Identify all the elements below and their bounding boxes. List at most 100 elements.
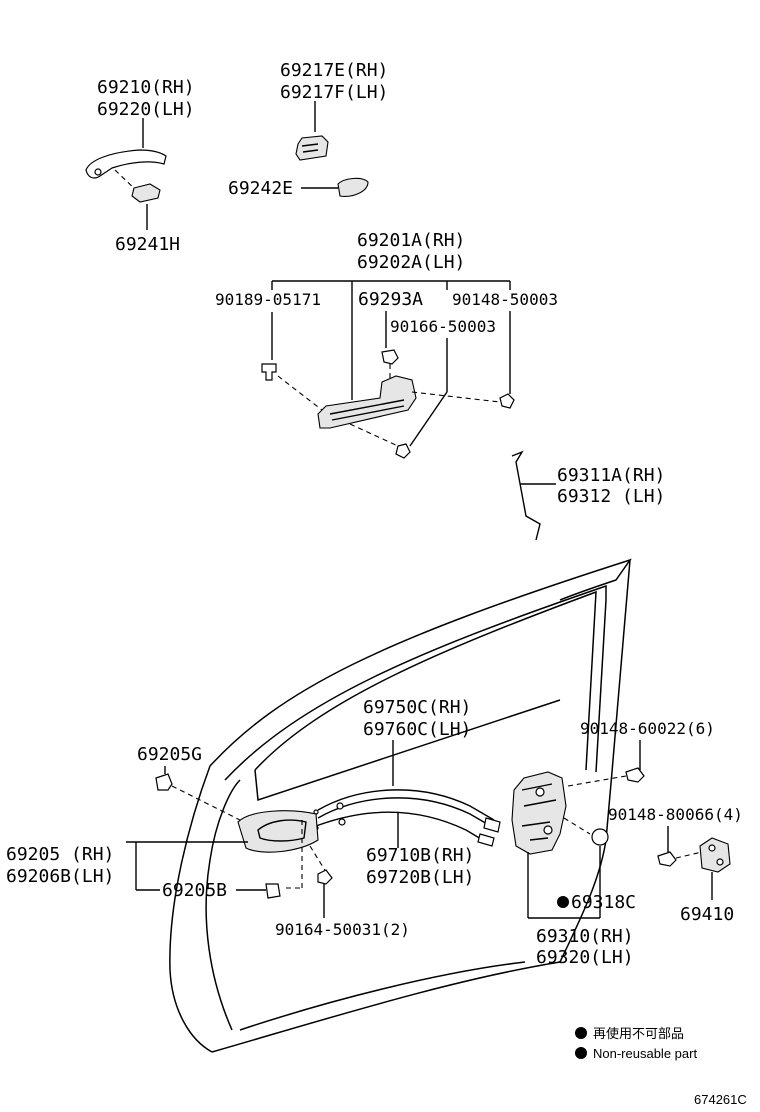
label-lock-rh: 69310(RH) (536, 926, 634, 947)
grommet-shape (591, 828, 609, 846)
label-bolt-90166: 90166-50003 (390, 317, 496, 336)
label-rod-rh: 69311A(RH) (557, 465, 665, 486)
door-bottom-edge (211, 961, 561, 1053)
striker-hole-2 (716, 858, 724, 866)
dash-frame-right (411, 391, 501, 403)
label-handle-lh: 69220(LH) (97, 99, 195, 120)
legend: 再使用不可部品 Non-reusable part (575, 1026, 697, 1061)
door-lock-group: 90148-60022(6) 90148-80066(4) 69410 6931… (511, 719, 743, 968)
door-rear-edge (611, 559, 631, 773)
label-bolt-90148-50003: 90148-50003 (452, 290, 558, 309)
inside-handle-group: 69205G 69205 (RH) 69206B(LH) 69205B 9016… (6, 744, 410, 939)
door-outline (169, 558, 632, 1053)
legend-dot-en (575, 1047, 587, 1059)
label-screw-80066: 90148-80066(4) (608, 805, 743, 824)
door-bottom-inner (239, 961, 526, 1031)
dash-frame-bottom (349, 423, 399, 447)
frame-shape (317, 375, 417, 429)
label-clip-69293: 69293A (358, 289, 423, 310)
outside-handle-group: 69210(RH) 69220(LH) 69241H (85, 77, 195, 255)
clip-69205g-shape (155, 773, 173, 791)
striker-hole-1 (708, 844, 716, 852)
label-cover-69205b: 69205B (162, 880, 227, 901)
non-reusable-mark (557, 896, 569, 908)
dash-handle-screw (309, 845, 327, 873)
handle-cover-group: 69217E(RH) 69217F(LH) 69242E (228, 60, 388, 199)
striker-shape (699, 837, 731, 873)
label-grommet: 69318C (571, 892, 636, 913)
label-frame-rh: 69201A(RH) (357, 230, 465, 251)
outer-pad-shape (131, 183, 161, 203)
legend-jp: 再使用不可部品 (593, 1026, 684, 1041)
leader-90166 (409, 391, 448, 447)
label-clip-69205g: 69205G (137, 744, 202, 765)
cable-group-upper: 69750C(RH) 69760C(LH) (313, 697, 501, 847)
label-inside-handle-rh: 69205 (RH) (6, 844, 114, 865)
cable-upper-b (317, 797, 495, 829)
cable-end-1 (336, 802, 344, 810)
label-cover-rh: 69217E(RH) (280, 60, 388, 81)
label-pad-outer: 69241H (115, 234, 180, 255)
door-front-inner (205, 779, 241, 1031)
label-cable-rh: 69750C(RH) (363, 697, 471, 718)
label-cable2-rh: 69710B(RH) (366, 845, 474, 866)
frame-group: 69201A(RH) 69202A(LH) 90189-05171 69293A… (215, 230, 558, 459)
clip-69293-shape (381, 349, 399, 365)
label-lock-lh: 69320(LH) (536, 947, 634, 968)
cable-group-lower: 69710B(RH) 69720B(LH) (366, 812, 474, 888)
dash-lock-grommet (563, 817, 591, 835)
label-cable2-lh: 69720B(LH) (366, 867, 474, 888)
label-cover-lh: 69217F(LH) (280, 82, 388, 103)
rod-shape (511, 450, 541, 541)
pad-cover-shape (337, 177, 369, 197)
screw-60022-shape (625, 767, 645, 783)
screw-80066-shape (657, 851, 677, 867)
cover-detail (301, 143, 319, 153)
dash-frame-left (277, 375, 323, 411)
label-pad-cover: 69242E (228, 178, 293, 199)
label-bolt-90189: 90189-05171 (215, 290, 321, 309)
bolt-90166-shape (395, 443, 411, 459)
frame-detail (329, 399, 405, 421)
inside-handle-shape (237, 810, 319, 853)
window-frame-outer (224, 584, 607, 781)
label-striker: 69410 (680, 904, 734, 925)
dash-69205g (171, 785, 245, 823)
bolt-90189-shape (261, 363, 277, 381)
door-rear-lower (559, 771, 613, 963)
cable-fitting-2 (477, 833, 495, 847)
label-cable-lh: 69760C(LH) (363, 719, 471, 740)
window-sill (254, 699, 561, 802)
label-screw-60022: 90148-60022(6) (580, 719, 715, 738)
outside-handle-shape (85, 149, 167, 179)
cover-shape (295, 135, 329, 161)
label-screw-90164: 90164-50031(2) (275, 920, 410, 939)
dash-lock-screw (567, 775, 627, 787)
dash-striker (675, 851, 703, 859)
screw-90164-shape (317, 869, 333, 885)
door-lock-shape (511, 771, 567, 855)
label-handle-rh: 69210(RH) (97, 77, 195, 98)
lock-hole-1 (535, 787, 545, 797)
label-frame-lh: 69202A(LH) (357, 252, 465, 273)
cable-upper-a (317, 789, 495, 821)
legend-en: Non-reusable part (593, 1046, 697, 1061)
legend-dot-jp (575, 1027, 587, 1039)
rod-group: 69311A(RH) 69312 (LH) (511, 450, 665, 541)
door-front-edge (169, 765, 213, 1053)
door-top-edge (209, 558, 632, 767)
cable-end-2 (338, 818, 346, 826)
cable-fitting-1 (483, 817, 501, 833)
bolt-90148-50003-shape (499, 393, 515, 409)
door-lock-detail (521, 783, 557, 841)
outside-handle-hole (94, 168, 102, 176)
figure-code: 674261C (694, 1092, 747, 1107)
window-frame-inner (254, 590, 597, 771)
lock-hole-2 (543, 825, 553, 835)
cover-69205b-shape (265, 883, 281, 899)
label-inside-handle-lh: 69206B(LH) (6, 866, 114, 887)
label-rod-lh: 69312 (LH) (557, 486, 665, 507)
inside-handle-lever (257, 819, 307, 842)
cable-lower-a (315, 811, 487, 843)
